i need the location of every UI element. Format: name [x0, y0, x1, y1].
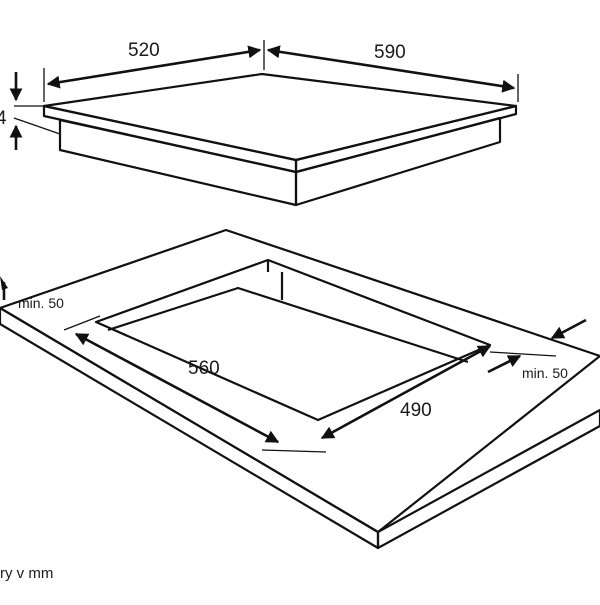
min-right-arrow-out [487, 354, 522, 374]
hob-glass-top [42, 72, 518, 162]
cutout-depth-arrow [320, 344, 492, 440]
min-right-arrow-in [550, 318, 587, 340]
cutout-width-ext-top [63, 315, 101, 331]
worktop-drawing: min. 50 560 490 min. 50 [0, 228, 600, 550]
min-right-label: min. 50 [522, 365, 568, 381]
hob-drawing: 520 590 4 [0, 40, 519, 207]
min-left-arrowhead [0, 276, 8, 290]
hob-glass-edge-side [294, 104, 518, 174]
hob-width-arrow [46, 45, 262, 89]
hob-base-front [58, 118, 298, 207]
hob-width-label: 520 [128, 40, 160, 61]
cutout-depth-label: 490 [400, 400, 432, 421]
hob-depth-arrow [266, 45, 516, 93]
cutout-width-arrow [74, 332, 280, 444]
units-caption: ry v mm [0, 565, 53, 582]
hob-base-side [294, 116, 502, 207]
hob-height-ext-bottom [13, 117, 61, 135]
worktop-surface [0, 228, 600, 534]
cutout-width-label: 560 [188, 358, 220, 379]
cutout-inner-back [107, 286, 469, 364]
hob-depth-label: 590 [374, 42, 406, 63]
worktop-side-face [376, 408, 600, 550]
cutout-depth-ext-right [489, 351, 557, 357]
min-left-label: min. 50 [18, 295, 64, 311]
worktop-front-face [0, 306, 380, 550]
hob-glass-edge [42, 104, 298, 174]
cutout-width-ext-bottom [261, 449, 327, 453]
hob-height-label: 4 [0, 108, 7, 129]
cutout-opening [94, 258, 492, 422]
